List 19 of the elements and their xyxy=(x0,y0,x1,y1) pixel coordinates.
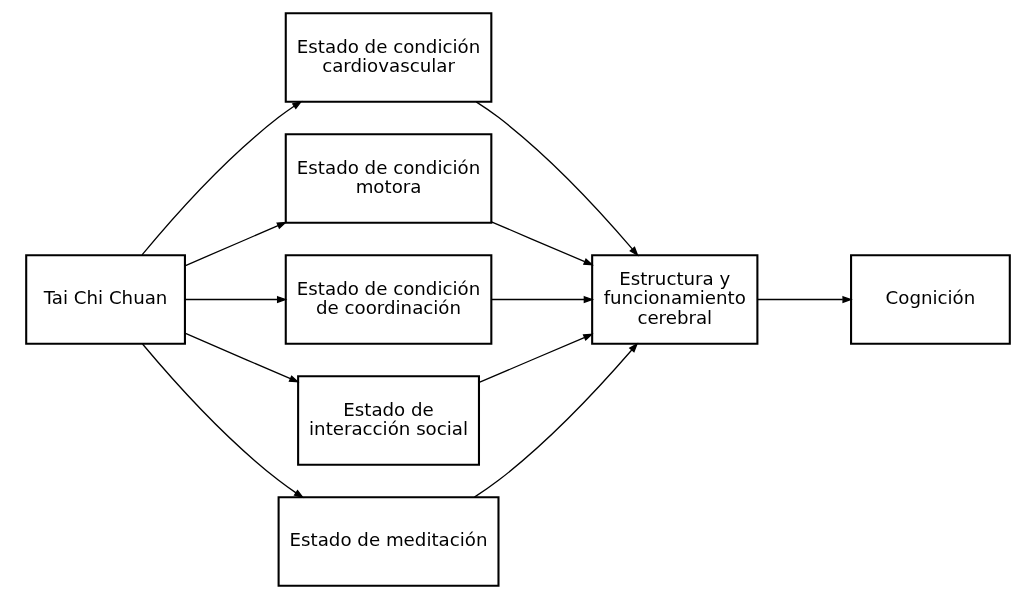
arrow xyxy=(473,342,639,498)
node-box: Tai Chi Chuan xyxy=(25,254,186,345)
node-box: Estructura y funcionamiento cerebral xyxy=(591,254,759,345)
node-box: Estado de condición motora xyxy=(284,133,493,224)
arrow xyxy=(478,333,594,384)
arrow xyxy=(475,101,639,257)
node-box: Estado de condición cardiovascular xyxy=(284,12,493,103)
arrow xyxy=(756,295,853,304)
arrow xyxy=(184,332,300,383)
arrow xyxy=(141,343,305,499)
arrow xyxy=(184,221,288,267)
node-box: Estado de condición de coordinación xyxy=(284,254,493,345)
node-box: Estado de meditación xyxy=(277,496,500,587)
node-box: Cognición xyxy=(850,254,1011,345)
arrow xyxy=(490,221,594,266)
arrow xyxy=(184,295,288,304)
arrow xyxy=(141,100,303,256)
node-box: Estado de interacción social xyxy=(297,375,480,466)
arrow xyxy=(490,295,595,304)
